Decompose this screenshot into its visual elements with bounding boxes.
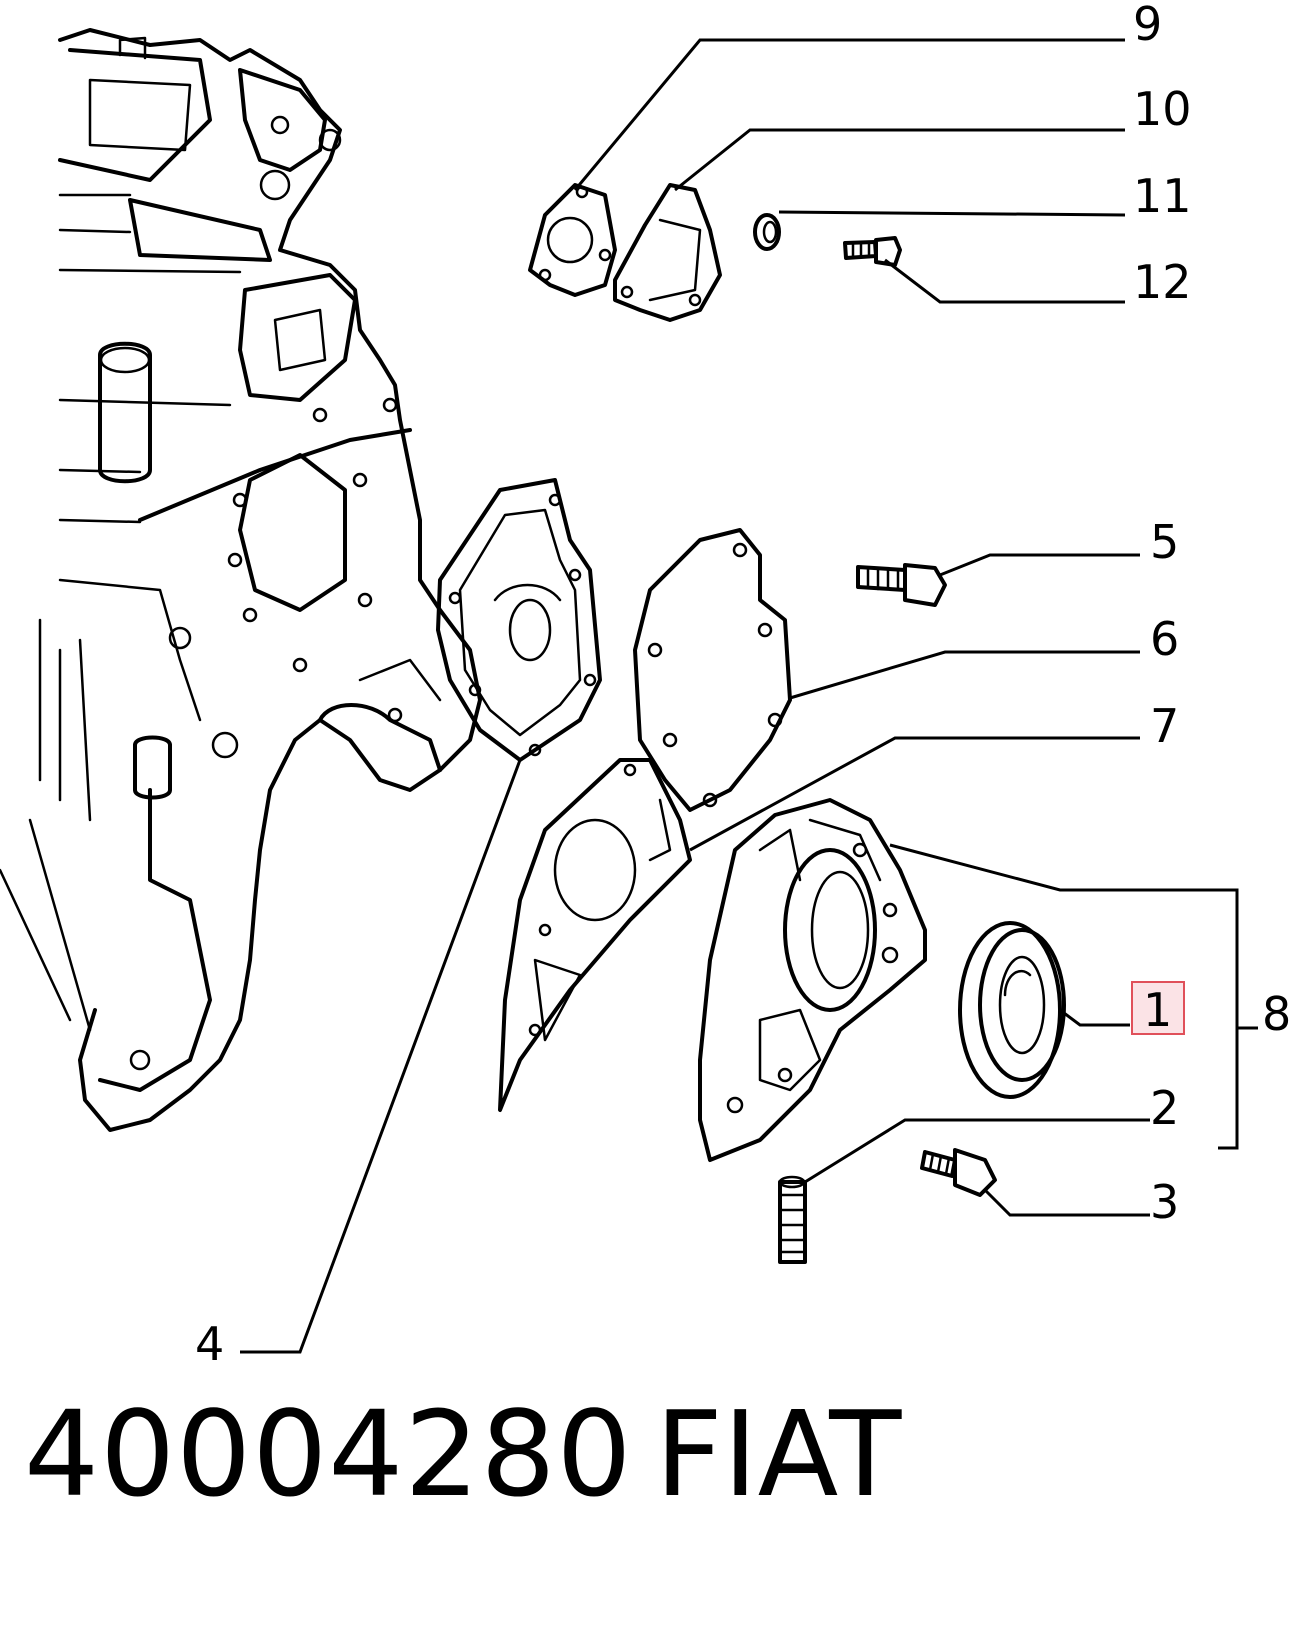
callout-1[interactable]: 1 — [1143, 983, 1172, 1037]
callout-7[interactable]: 7 — [1150, 699, 1179, 753]
leader-1 — [1059, 1008, 1130, 1027]
part-2-stud-drawing — [778, 1175, 807, 1264]
part-number: 40004280 — [24, 1385, 633, 1523]
callout-3[interactable]: 3 — [1150, 1175, 1179, 1229]
leader-7 — [689, 736, 1140, 852]
callout-8[interactable]: 8 — [1262, 987, 1291, 1041]
leader-8-bracket — [889, 843, 1258, 1150]
part-8-housing-drawing — [698, 798, 927, 1162]
callout-4[interactable]: 4 — [195, 1317, 224, 1371]
engine-block-drawing — [0, 28, 482, 1132]
highlight-box-callout-1 — [1131, 981, 1185, 1035]
leader-5 — [939, 553, 1140, 577]
callout-5[interactable]: 5 — [1150, 515, 1179, 569]
callout-6[interactable]: 6 — [1150, 612, 1179, 666]
part-12-screw-drawing — [843, 236, 902, 267]
callout-12[interactable]: 12 — [1133, 255, 1192, 309]
part-11-washer-drawing — [753, 213, 781, 251]
part-3-screw-drawing — [920, 1148, 997, 1197]
callout-11[interactable]: 11 — [1133, 169, 1192, 223]
leader-11 — [778, 210, 1126, 217]
leader-12 — [884, 258, 1125, 304]
part-6-cover-drawing — [633, 528, 792, 812]
part-5-screw-drawing — [856, 563, 947, 607]
callout-2[interactable]: 2 — [1150, 1081, 1179, 1135]
part-4-gasket-drawing — [436, 478, 602, 762]
leader-10 — [674, 128, 1125, 192]
part-9-gasket-drawing — [528, 183, 617, 297]
leader-6 — [789, 650, 1140, 700]
part-10-cover-drawing — [613, 183, 722, 322]
part-1-oil-seal-drawing — [958, 921, 1066, 1099]
callout-9[interactable]: 9 — [1133, 0, 1162, 51]
leader-4 — [240, 759, 522, 1354]
brand-name: FIAT — [655, 1385, 902, 1523]
leader-2 — [804, 1118, 1150, 1184]
leader-3 — [983, 1188, 1150, 1217]
part-7-gasket-drawing — [498, 758, 692, 1112]
callout-labels: 9 10 11 12 5 6 7 8 1 2 3 4 — [195, 0, 1291, 1371]
leader-9 — [573, 38, 1125, 191]
leader-lines — [240, 38, 1258, 1354]
callout-10[interactable]: 10 — [1133, 82, 1192, 136]
